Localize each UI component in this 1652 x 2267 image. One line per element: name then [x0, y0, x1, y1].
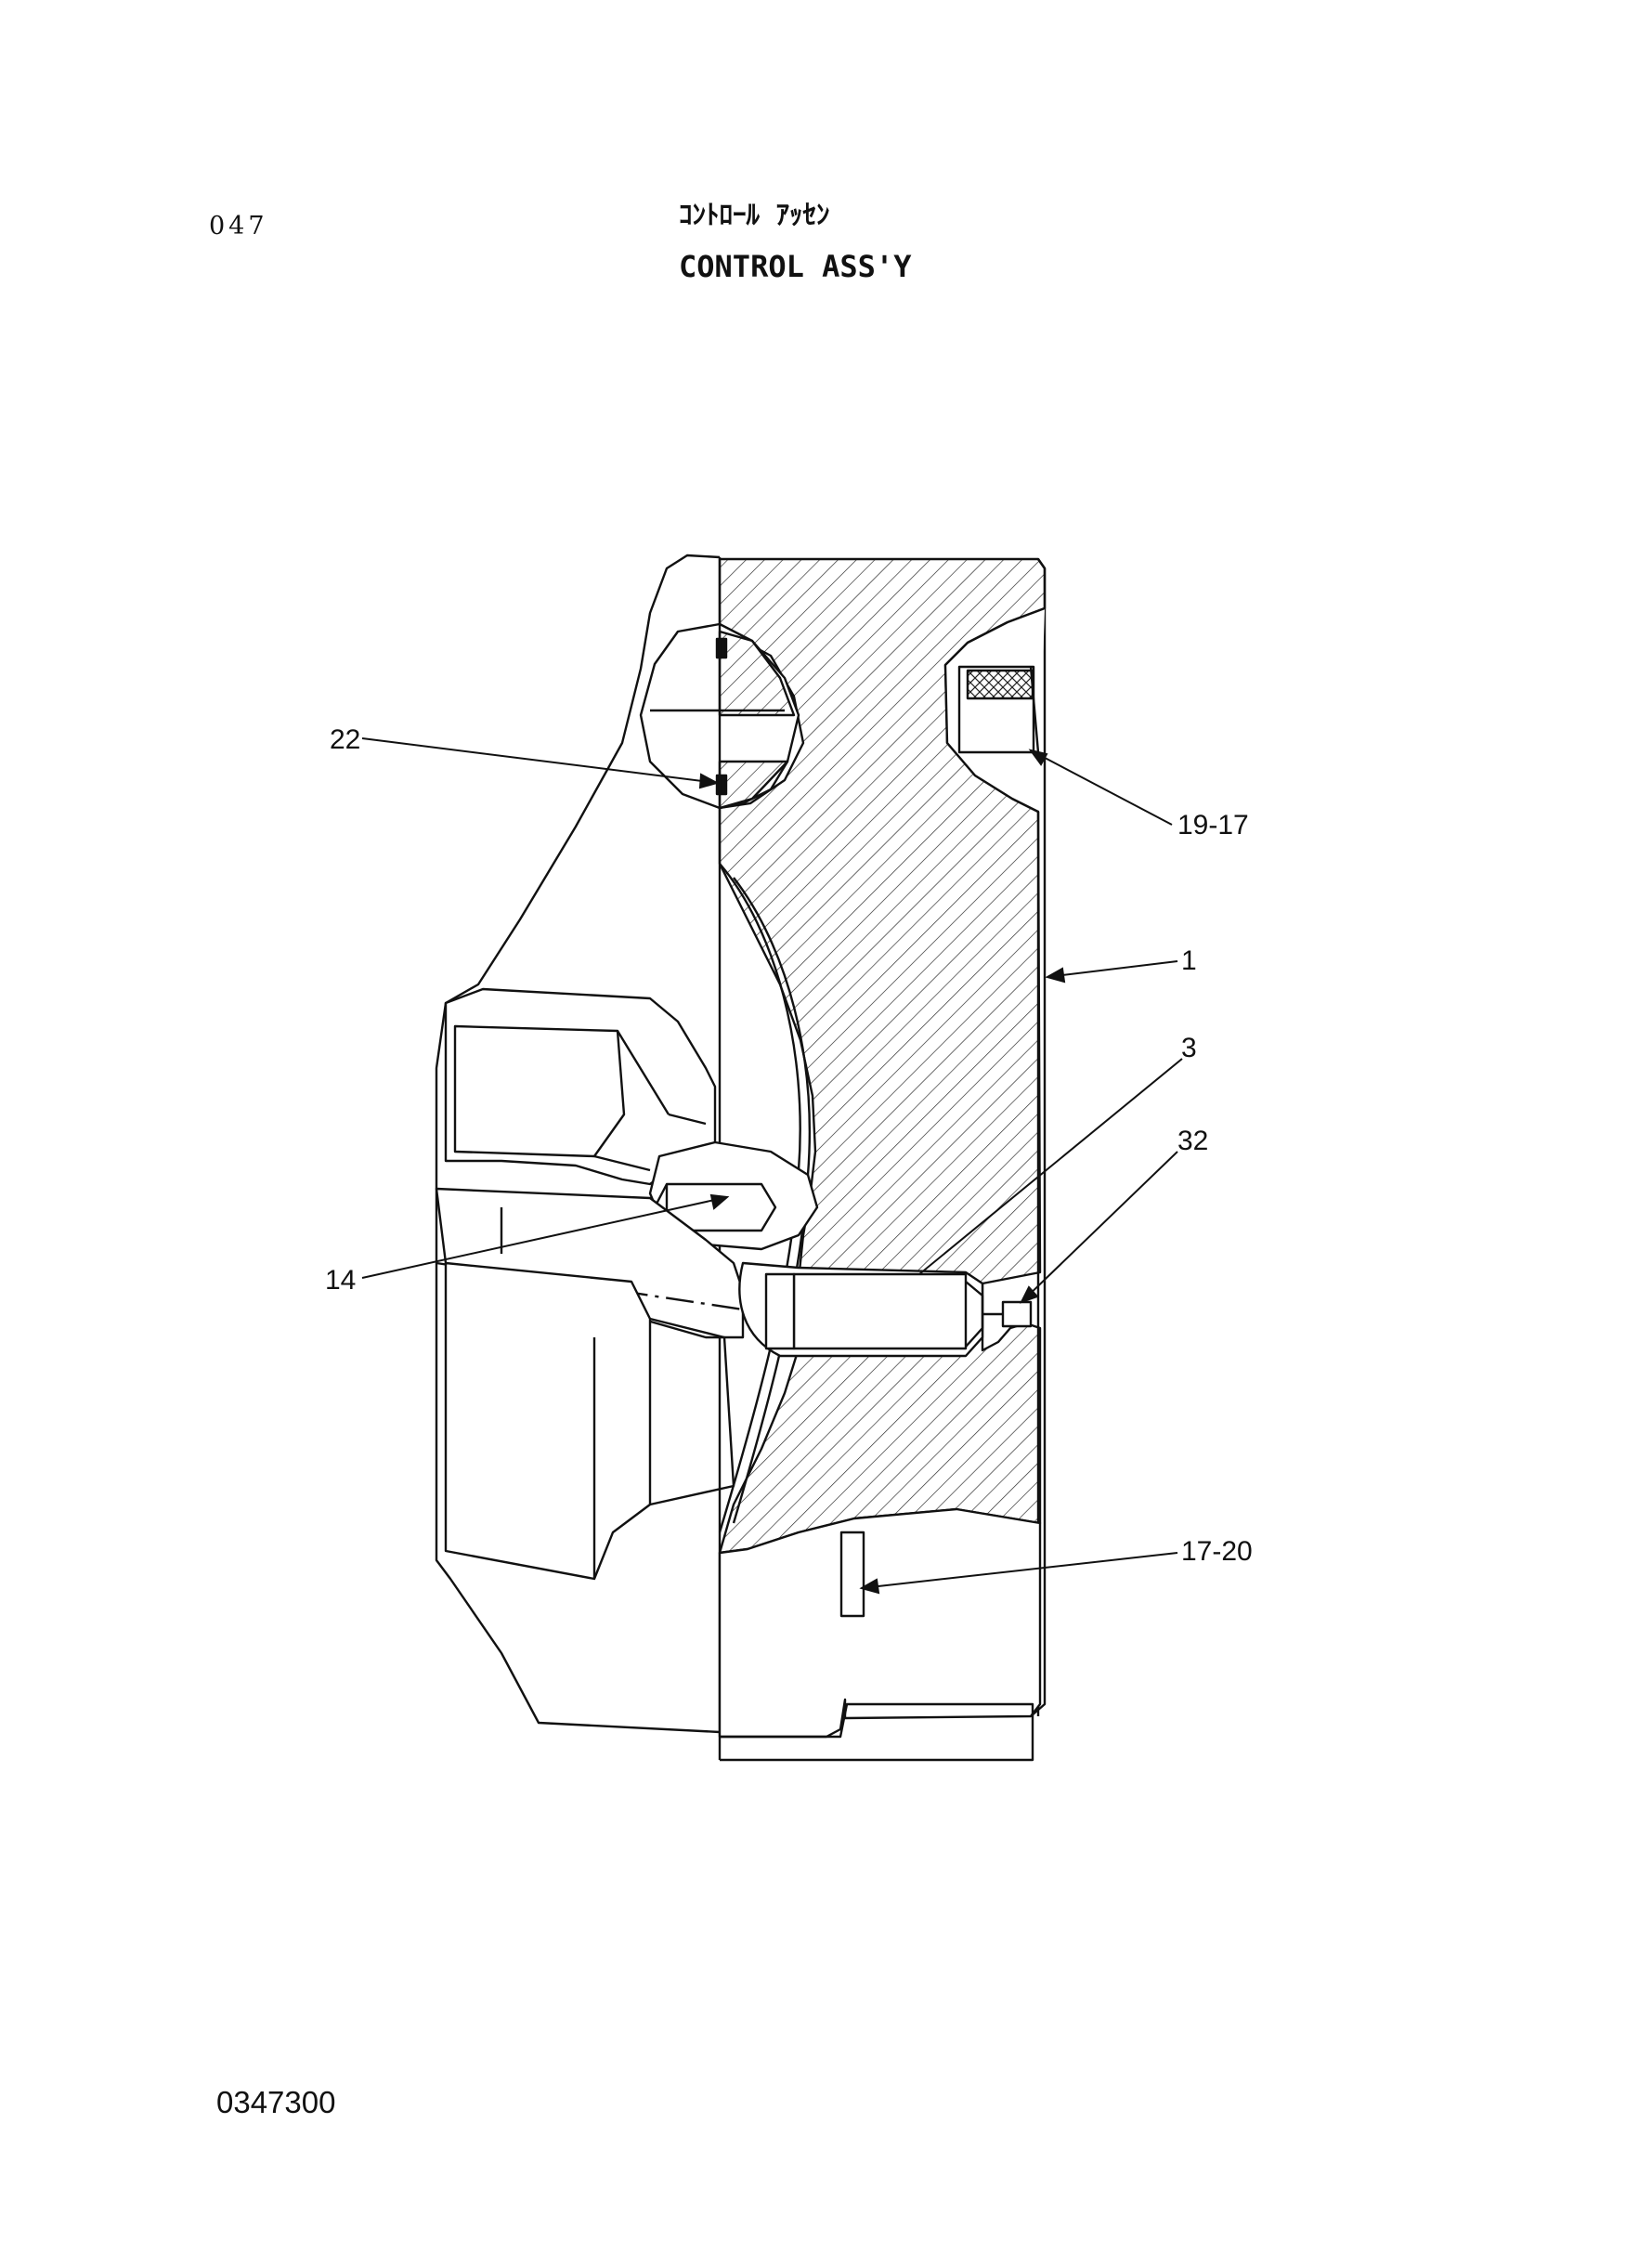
- leader-1: [1047, 960, 1178, 978]
- callout-22: 22: [330, 724, 360, 755]
- lower-block-face: [649, 1317, 735, 1506]
- title-japanese: ｺﾝﾄﾛｰﾙ ｱｯｾﾝ: [679, 199, 830, 230]
- arrow-14: [709, 1193, 730, 1210]
- leader-22: [361, 737, 718, 784]
- plug-knurl: [966, 669, 1034, 700]
- lower-block: [444, 1261, 652, 1581]
- piston-3: [792, 1272, 968, 1350]
- page-number: 047: [209, 212, 268, 241]
- plug-32: [1001, 1300, 1033, 1328]
- piston-3-head: [764, 1272, 796, 1350]
- plug-face: [1029, 666, 1040, 753]
- leader-14: [361, 1196, 728, 1279]
- arrow-17-20: [859, 1578, 880, 1595]
- title-english: CONTROL ASS'Y: [679, 249, 912, 284]
- arrow-32: [1019, 1285, 1039, 1304]
- servo-edge-3: [593, 1154, 651, 1172]
- casing-outline: [435, 554, 721, 1734]
- callout-19-17: 19-17: [1177, 810, 1249, 840]
- callout-17-20: 17-20: [1181, 1536, 1253, 1567]
- leader-19-17: [1030, 749, 1173, 826]
- leader-3: [918, 1058, 1183, 1275]
- arrow-19-17: [1028, 749, 1048, 766]
- servo-block-face: [453, 1024, 626, 1158]
- arrow-22: [698, 773, 720, 789]
- callout-32: 32: [1177, 1126, 1208, 1156]
- base-flange: [718, 1507, 1042, 1739]
- seal-ring-bottom: [715, 774, 728, 796]
- callout-1: 1: [1181, 945, 1197, 976]
- block-17-20: [839, 1531, 865, 1618]
- servo-edge-1: [616, 1030, 670, 1115]
- leader-17-20: [861, 1552, 1178, 1589]
- servo-edge-2: [668, 1113, 707, 1126]
- base-plate: [720, 1702, 1034, 1762]
- drawing-number: 0347300: [216, 2085, 336, 2119]
- leader-32: [1021, 1151, 1178, 1303]
- callout-3: 3: [1181, 1033, 1197, 1063]
- piston-3-taper: [965, 1281, 984, 1348]
- callout-14: 14: [325, 1265, 356, 1296]
- seal-ring-top: [715, 637, 728, 659]
- arrow-1: [1045, 967, 1066, 984]
